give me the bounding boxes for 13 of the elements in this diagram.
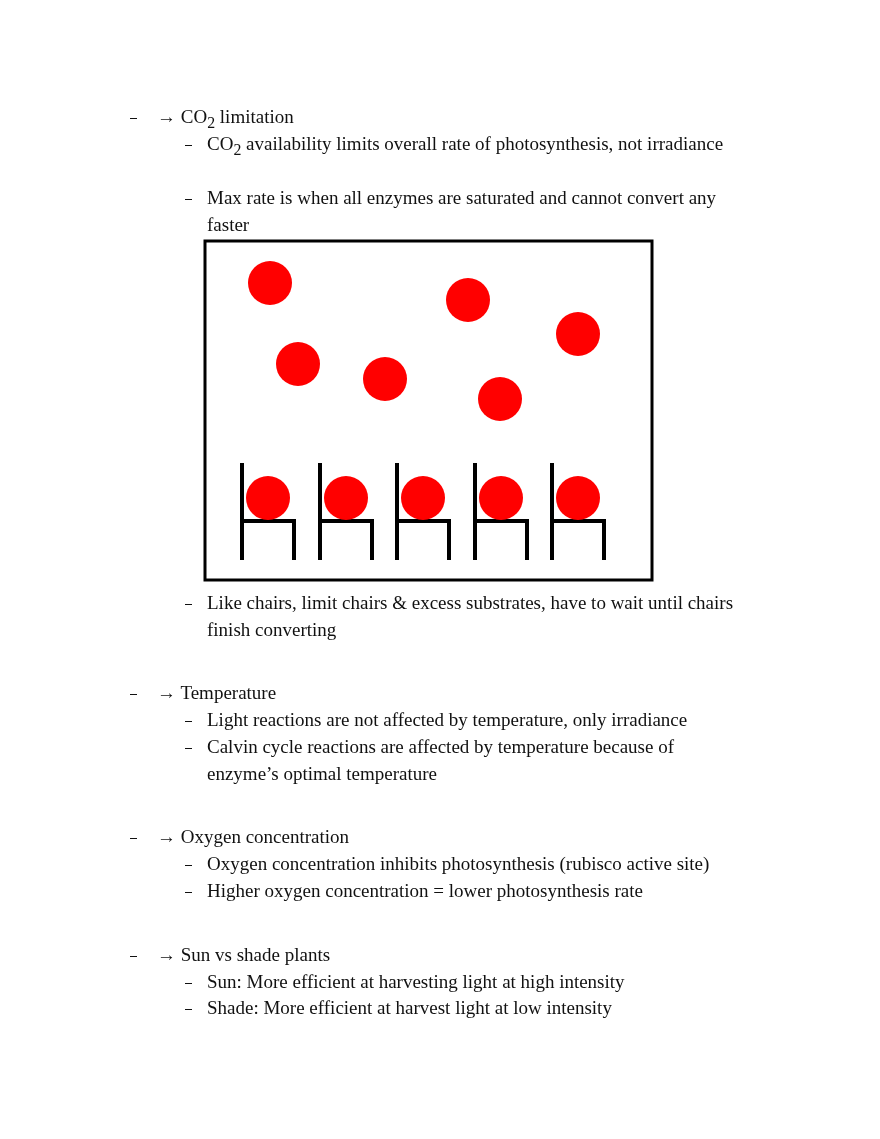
bullet-text: Shade: More efficient at harvest light at low intensity xyxy=(207,996,613,1020)
bullet-text: Sun: More efficient at harvesting light at high intensity xyxy=(207,970,626,994)
section-heading: → CO$_{2}$ limitation xyxy=(157,105,295,133)
bullet-text: CO$_{2}$ availability limits overall rate of photosynthesis, not irradiance xyxy=(207,132,725,160)
bullet-text: Light reactions are not affected by temperature, only irradiance xyxy=(207,708,689,732)
section-heading: → Sun vs shade plants xyxy=(157,943,332,967)
bullet-text: Calvin cycle reactions are affected by temperature because of enzyme’s optimal temperature xyxy=(207,735,675,786)
bullet-text: Higher oxygen concentration = lower photosynthesis rate xyxy=(207,879,644,903)
bullet-text: Max rate is when all enzymes are saturated and cannot convert any faster xyxy=(207,186,718,237)
bullet-text: Oxygen concentration inhibits photosynthesis (rubisco active site) xyxy=(207,852,711,876)
section-heading: → Oxygen concentration xyxy=(157,825,351,849)
section-heading: → Temperature xyxy=(157,681,278,705)
bullet-text: Like chairs, limit chairs & excess substrates, have to wait until chairs finish converting xyxy=(207,591,735,642)
